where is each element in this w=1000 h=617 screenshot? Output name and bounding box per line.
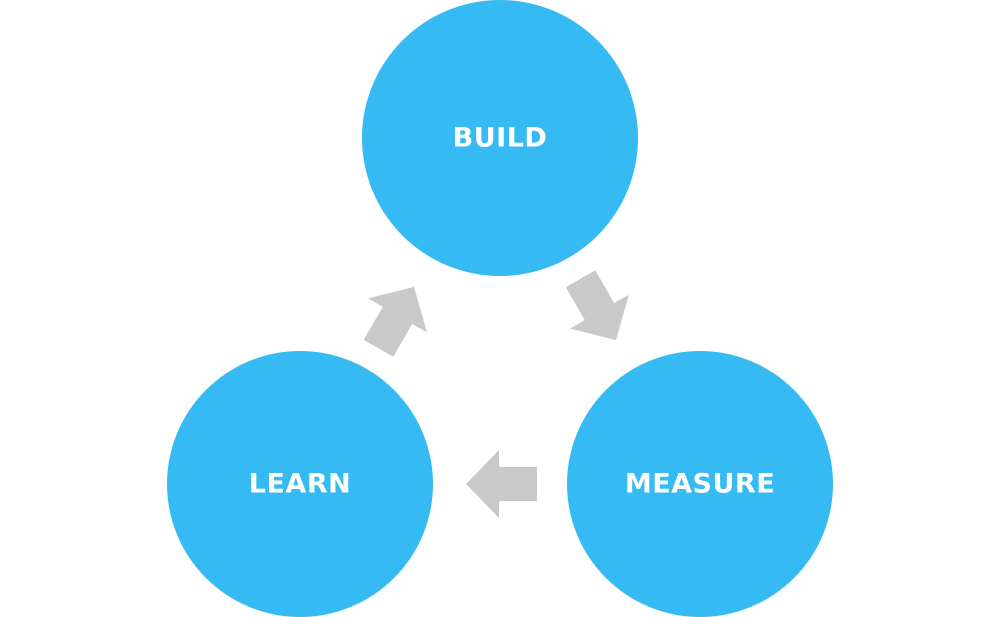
node-build-label: BUILD: [453, 123, 548, 154]
node-build-circle: [362, 0, 638, 276]
node-measure-circle: [567, 351, 833, 617]
arrow-icon: [565, 270, 629, 341]
node-measure-label: MEASURE: [625, 469, 775, 500]
arrow-learn-to-build: [363, 286, 427, 357]
node-learn-label: LEARN: [249, 469, 351, 500]
node-measure: MEASURE: [567, 351, 833, 617]
node-build: BUILD: [362, 0, 638, 276]
arrow-measure-to-learn: [466, 450, 537, 518]
arrow-icon: [466, 450, 537, 518]
node-learn-circle: [167, 351, 433, 617]
node-learn: LEARN: [167, 351, 433, 617]
arrow-build-to-measure: [565, 270, 629, 341]
arrow-icon: [363, 286, 427, 357]
